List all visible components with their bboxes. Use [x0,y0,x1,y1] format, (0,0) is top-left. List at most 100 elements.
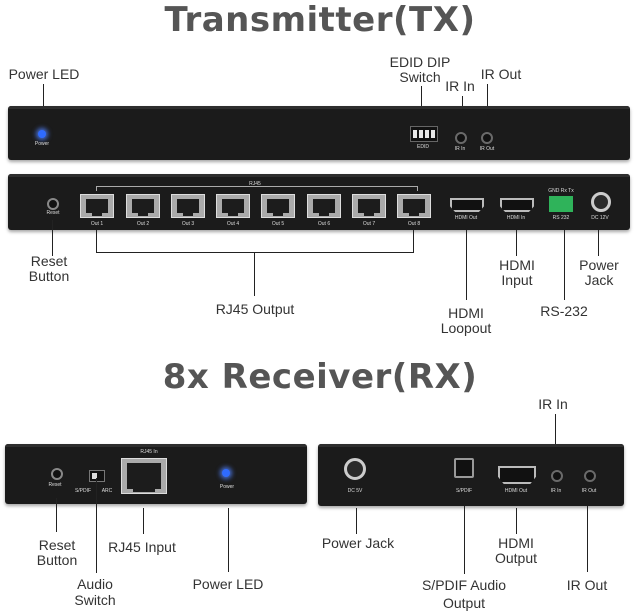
rx-hdmi-out-text: HDMI Out [504,488,528,494]
spdif-optical-port[interactable] [454,458,474,478]
rj45-input-label: RJ45 Input [108,539,176,555]
rs232-label: RS-232 [540,303,588,319]
rj45-port-out-4[interactable] [216,194,250,218]
tx-power-text: Power [34,141,50,147]
tx-ir-in-text: IR In [454,146,466,152]
rj45-output-label: RJ45 Output [215,301,295,317]
port-label-4: Out 4 [226,221,240,227]
rx-arc-text: ARC [101,488,113,494]
rx-hdmi-out-port[interactable] [498,466,536,484]
rj45-port-out-6[interactable] [307,194,341,218]
rx-power-led-leader [228,508,229,572]
rx-dc-jack[interactable] [344,458,366,480]
port-label-5: Out 5 [271,221,285,227]
tx-edid-label-1: EDID DIP [389,54,451,70]
rj45-port-out-8[interactable] [397,194,431,218]
rx-reset-label-1: Reset [38,537,76,553]
rj45-port-out-5[interactable] [261,194,295,218]
tx-hdmi-out-text: HDMI Out [454,215,478,221]
rx-power-led [222,469,230,477]
audio-switch-label-1: Audio [77,576,113,592]
tx-power-led [38,130,46,138]
tx-rj45-bracket-bottom [96,252,414,253]
rx-ir-in-jack[interactable] [551,470,563,482]
rx-reset-label-2: Button [36,552,78,568]
tx-reset-label-1: Reset [30,253,68,269]
tx-rj45-bracket-left [96,230,97,252]
rj45-port-out-3[interactable] [171,194,205,218]
tx-ir-in-label: IR In [445,78,475,94]
tx-dc-jack[interactable] [591,192,611,212]
hdmi-loopout-label-1: HDMI [448,305,484,321]
tx-reset-leader [52,220,53,256]
rx-audio-leader [96,478,97,573]
rx-dc-text: DC 5V [347,488,363,494]
hdmi-in-port[interactable] [500,198,534,212]
tx-edid-text: EDID [417,144,429,150]
tx-rear-panel: Reset RJ45 Out 1 Out 2 Out 3 Out 4 Out 5… [8,174,630,230]
tx-ir-out-jack[interactable] [481,132,493,144]
rj45-port-out-2[interactable] [126,194,160,218]
rx-power-jack-leader [356,508,357,534]
hdmi-input-label-2: Input [501,272,533,288]
hdmi-output-label-2: Output [494,550,538,566]
tx-hdmi-loopout-leader [466,230,467,300]
port-label-6: Out 6 [317,221,331,227]
tx-rj45-bracket [96,186,418,191]
rx-reset-text: Reset [48,482,62,488]
rx-spdif-switch-text: S/PDIF [74,488,92,494]
rj45-input-port[interactable] [121,458,167,494]
port-label-1: Out 1 [90,221,104,227]
tx-reset-label-2: Button [28,268,70,284]
tx-edid-label-2: Switch [399,69,441,85]
tx-dc-text: DC 12V [591,215,609,221]
rx-ir-in-leader [555,414,556,444]
rx-reset-button[interactable] [51,468,63,480]
tx-reset-text: Reset [46,210,60,216]
rx-spdif-leader [464,506,465,574]
tx-power-led-leader [43,84,44,106]
rj45-port-out-1[interactable] [80,194,114,218]
tx-title: Transmitter(TX) [164,0,476,40]
rs232-terminal[interactable] [549,196,573,212]
audio-switch[interactable] [89,470,105,482]
hdmi-out-port[interactable] [450,198,484,212]
tx-ir-out-label: IR Out [480,66,522,82]
rx-hdmi-out-leader [516,508,517,534]
rx-power-led-label: Power LED [192,576,264,592]
tx-hdmi-input-leader [516,230,517,256]
edid-dip-switch[interactable] [410,126,438,142]
tx-rs232-text: RS 232 [552,215,570,221]
rx-rj45-leader [143,508,144,534]
rs232-header-text: GND Rx Tx [548,188,574,194]
tx-rj45-leader [254,252,255,296]
rx-ir-in-text: IR In [550,488,562,494]
port-label-2: Out 2 [136,221,150,227]
rx-spdif-text: S/PDIF [455,488,473,494]
tx-ir-in-jack[interactable] [455,132,467,144]
tx-power-jack-leader [598,230,599,256]
tx-rj45-bracket-right [413,230,414,252]
tx-front-panel: Power EDID IR In IR Out [8,106,630,160]
rx-reset-leader [56,498,57,532]
tx-power-led-label: Power LED [8,66,80,82]
rx-power-text: Power [219,484,235,490]
tx-hdmi-in-text: HDMI In [506,215,526,221]
hdmi-output-label-1: HDMI [498,535,534,551]
hdmi-input-label-1: HDMI [499,257,535,273]
rx-title: 8x Receiver(RX) [162,357,478,397]
tx-reset-button[interactable] [47,198,59,210]
hdmi-loopout-label-2: Loopout [440,320,492,336]
rx-power-jack-label: Power Jack [321,535,395,551]
tx-ir-out-text: IR Out [479,146,495,152]
tx-power-jack-label-2: Jack [584,272,614,288]
rx-ir-out-text: IR Out [581,488,597,494]
spdif-audio-label-2: Output [442,595,486,611]
rj45-port-out-7[interactable] [352,194,386,218]
rx-ir-out-jack[interactable] [584,470,596,482]
tx-rj45-text: RJ45 [249,181,261,187]
rx-rj45-in-text: RJ45 In [140,449,158,455]
rx-ir-in-label-top: IR In [538,396,568,412]
port-label-3: Out 3 [181,221,195,227]
spdif-audio-label-1: S/PDIF Audio [421,577,507,593]
